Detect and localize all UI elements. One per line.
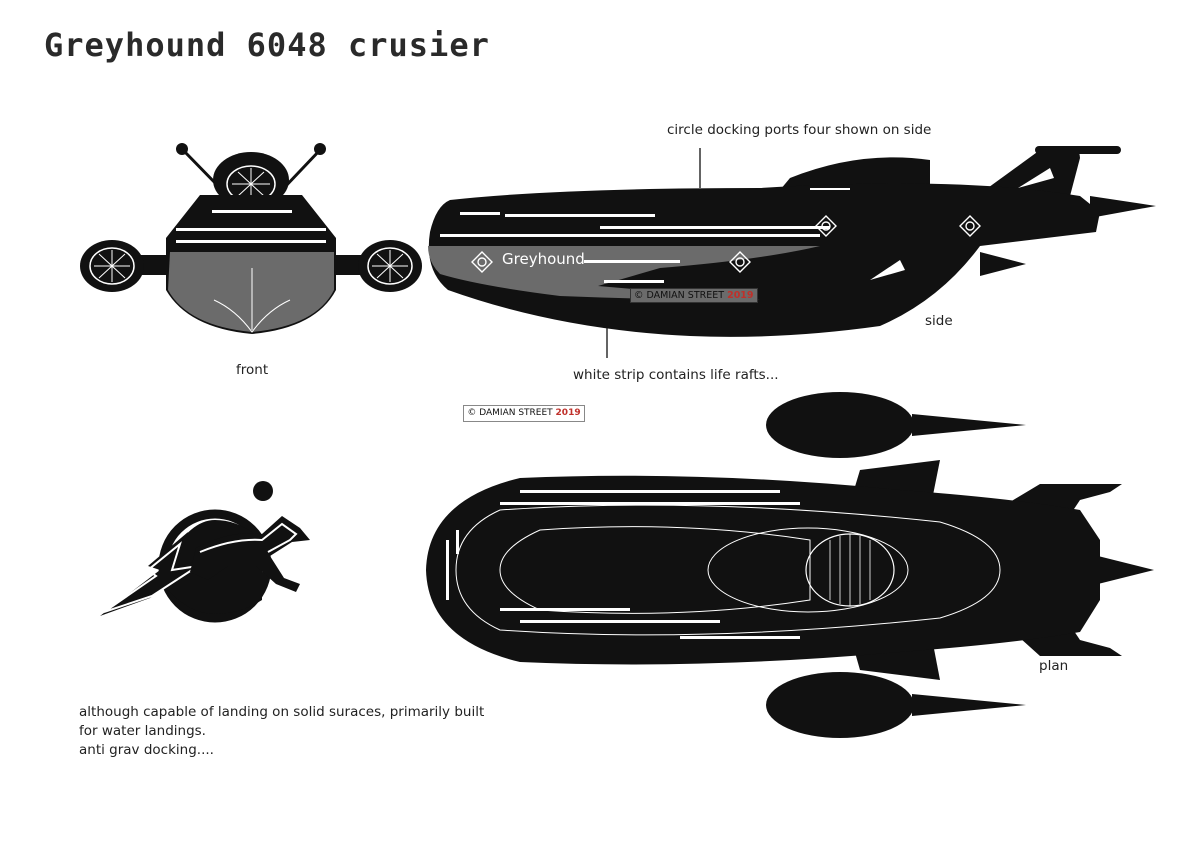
- plan-label: plan: [1039, 658, 1069, 674]
- hull-copyright-year: 2019: [727, 290, 754, 301]
- side-label: side: [925, 313, 953, 329]
- docking-ports-annotation: circle docking ports four shown on side: [667, 122, 932, 138]
- copyright-box: © DAMIAN STREET 2019: [463, 405, 585, 422]
- note-line-1: although capable of landing on solid sur…: [79, 704, 485, 720]
- front-label: front: [236, 362, 269, 378]
- hull-copyright-name: © DAMIAN STREET: [634, 290, 725, 301]
- notes-block: although capable of landing on solid sur…: [79, 703, 484, 760]
- copyright-year: 2019: [555, 408, 581, 418]
- page-title: Greyhound 6048 crusier: [44, 26, 490, 64]
- hull-name-text: Greyhound: [502, 250, 585, 268]
- front-view: [80, 143, 422, 334]
- hull-copyright-text: © DAMIAN STREET 2019: [630, 288, 758, 303]
- greyhound-emblem: [100, 481, 310, 623]
- note-line-3: anti grav docking....: [79, 742, 214, 758]
- white-strip-annotation: white strip contains life rafts...: [573, 367, 779, 383]
- note-line-2: for water landings.: [79, 723, 206, 739]
- side-view: [428, 146, 1156, 337]
- plan-view: [426, 392, 1154, 738]
- copyright-name: © DAMIAN STREET: [467, 408, 553, 418]
